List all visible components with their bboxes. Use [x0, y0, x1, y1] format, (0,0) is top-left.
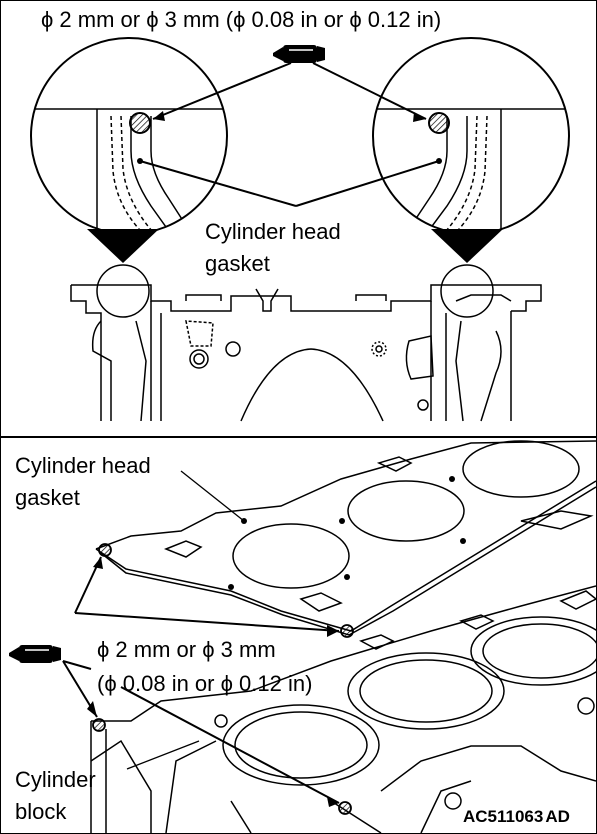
block-label-line1: Cylinder — [15, 767, 96, 792]
cylinder-block-drawing — [90, 585, 596, 833]
sealant-bead-block-2 — [338, 801, 352, 815]
figure-code-number: AC511063 — [463, 807, 544, 826]
sealant-bead-left — [129, 112, 151, 134]
gasket-label-upper-line1: Cylinder head — [205, 219, 341, 244]
leader-lines-upper — [139, 62, 440, 207]
figure-code-suffix: AD — [545, 807, 570, 826]
gasket-label-lower-line1: Cylinder head — [15, 453, 151, 478]
detail-circle-left — [96, 264, 150, 318]
magnified-view-right — [372, 37, 570, 235]
gasket-label-lower-line2: gasket — [15, 485, 80, 510]
gasket-label-upper-line2: gasket — [205, 251, 270, 276]
sealant-size-label-lower-line2: (ϕ 0.08 in or ϕ 0.12 in) — [97, 671, 313, 696]
magnified-view-left — [30, 37, 228, 235]
sealant-size-label-lower-line1: ϕ 2 mm or ϕ 3 mm — [97, 637, 276, 662]
pointer-triangle-right — [431, 229, 503, 263]
sealant-tube-icon — [273, 45, 325, 63]
detail-circle-right — [440, 264, 494, 318]
sealant-size-label-upper: ϕ 2 mm or ϕ 3 mm (ϕ 0.08 in or ϕ 0.12 in… — [41, 7, 442, 32]
sealant-bead-gasket-2 — [340, 624, 354, 638]
pointer-triangle-left — [87, 229, 159, 263]
sealant-tube-icon — [9, 645, 61, 663]
engine-block-side-view — [70, 284, 542, 422]
sealant-bead-block-1 — [92, 718, 106, 732]
cylinder-head-gasket-drawing — [95, 440, 596, 636]
sealant-bead-gasket-1 — [98, 543, 112, 557]
block-label-line2: block — [15, 799, 67, 824]
sealant-bead-right — [428, 112, 450, 134]
